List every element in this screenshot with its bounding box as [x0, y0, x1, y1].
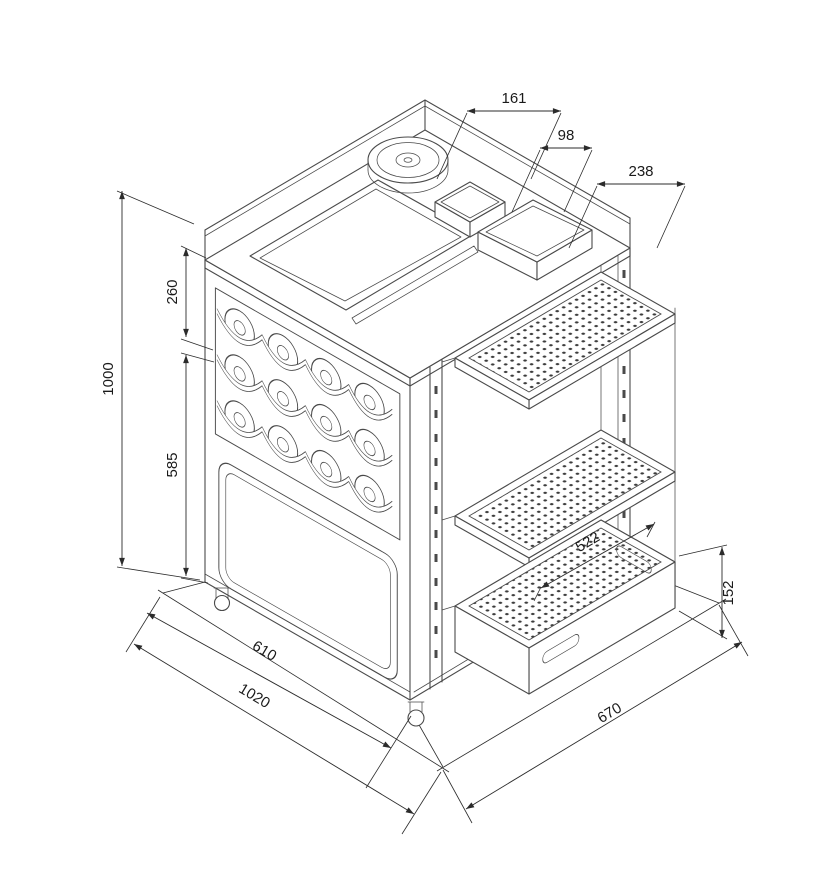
dim-label-260: 260	[164, 279, 181, 304]
dim-label-1020: 1020	[236, 680, 273, 712]
caster-wheel	[407, 709, 425, 727]
dimension-585: 585	[164, 352, 215, 584]
wine-rack	[214, 287, 401, 680]
perforated-basket	[454, 519, 676, 695]
dimension-1000: 1000	[100, 190, 201, 581]
top-bin-large	[477, 199, 593, 281]
wine-rack-frame	[214, 287, 401, 541]
dim-label-585: 585	[164, 452, 181, 477]
dim-label-610: 610	[249, 637, 279, 664]
front-post	[429, 359, 443, 690]
wine-rack-row	[216, 308, 393, 434]
caster-wheel	[213, 594, 231, 612]
dim-label-670: 670	[595, 699, 625, 726]
dimension-98: 98	[511, 127, 593, 213]
perforated-shelf-top	[454, 271, 676, 410]
dim-label-1000: 1000	[100, 362, 117, 395]
dimension-161: 161	[436, 90, 562, 180]
dim-label-238: 238	[628, 163, 653, 180]
dim-label-161: 161	[501, 90, 526, 107]
top-bin-small	[434, 181, 506, 238]
ice-bucket	[367, 136, 449, 194]
wine-rack-row	[216, 400, 393, 526]
dim-label-98: 98	[558, 127, 575, 144]
wine-rack-row	[216, 354, 393, 480]
gallery-rail	[204, 99, 631, 261]
dimension-152: 152	[678, 544, 737, 640]
dimension-260: 260	[164, 245, 214, 351]
dim-label-152: 152	[720, 580, 737, 605]
dimension-238: 238	[568, 163, 686, 249]
